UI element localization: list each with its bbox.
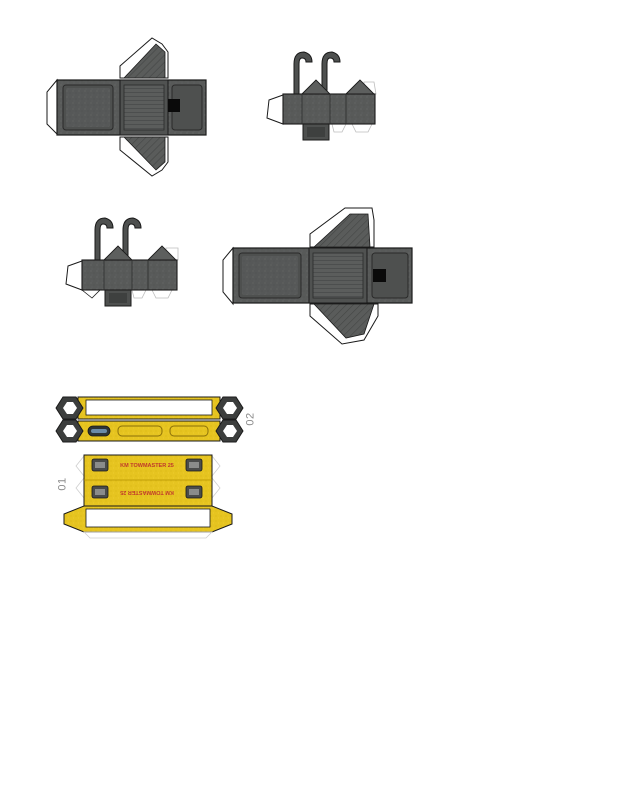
decal-text-upper: KM TOWMASTER 25 — [120, 463, 174, 469]
part-label-02: 02 — [244, 412, 257, 426]
part-label-01: 01 — [56, 477, 69, 491]
decal-text-lower-mirrored: KM TOWMASTER 25 — [120, 489, 174, 495]
part-large-cross-d — [222, 207, 413, 345]
part-hook-bracket-b — [266, 51, 377, 141]
part-02-yellow-bar — [55, 396, 244, 443]
part-01-yellow-panel: KM TOWMASTER 25 KM TOWMASTER 25 — [63, 454, 233, 539]
part-large-cross-a — [46, 37, 207, 177]
part-hook-bracket-c — [65, 217, 179, 307]
